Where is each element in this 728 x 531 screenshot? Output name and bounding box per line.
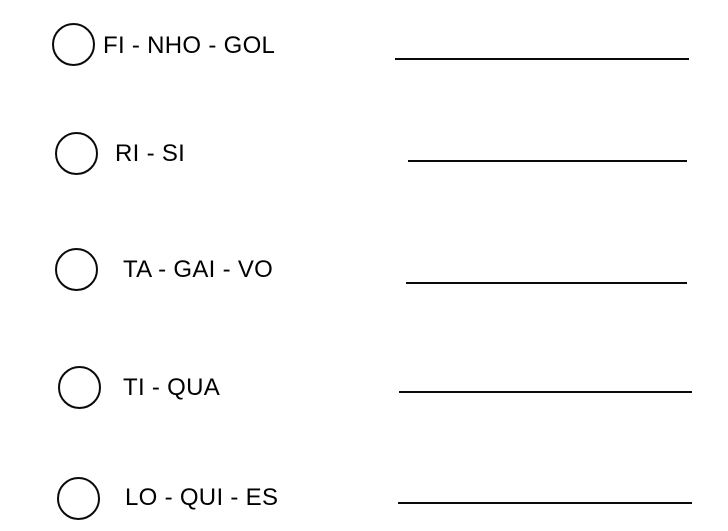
syllable-label: RI - SI [115,140,186,167]
answer-blank[interactable] [399,391,692,393]
syllable-label: FI - NHO - GOL [103,32,276,59]
syllable-label: TI - QUA [123,374,221,401]
option-bubble[interactable] [58,366,101,409]
answer-blank[interactable] [408,160,687,162]
option-bubble[interactable] [52,23,95,66]
option-bubble[interactable] [55,132,98,175]
option-bubble[interactable] [57,477,100,520]
option-bubble[interactable] [55,248,98,291]
answer-blank[interactable] [398,502,692,504]
syllable-label: TA - GAI - VO [123,256,274,283]
answer-blank[interactable] [395,58,689,60]
syllable-label: LO - QUI - ES [125,484,279,511]
answer-blank[interactable] [406,282,687,284]
